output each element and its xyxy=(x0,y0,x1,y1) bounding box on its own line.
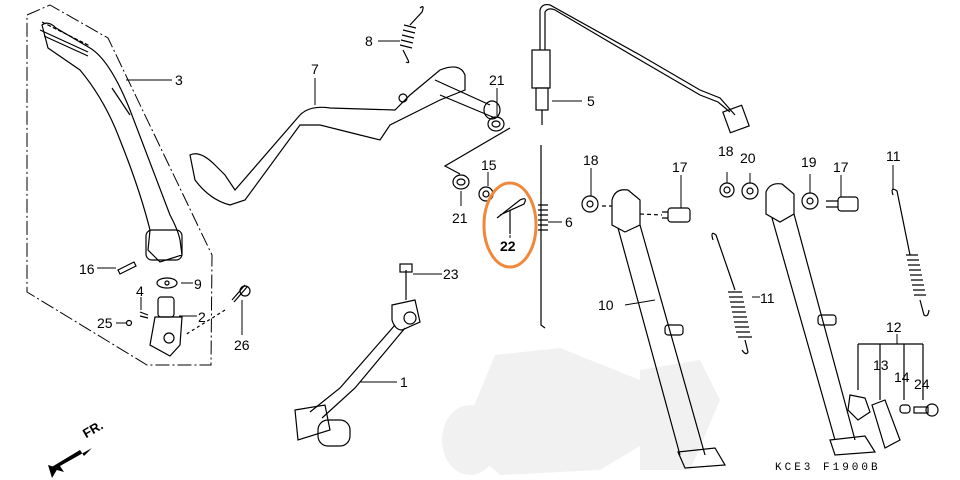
callout-17-left: 17 xyxy=(672,159,688,175)
highlight-ring xyxy=(482,181,538,269)
callout-13: 13 xyxy=(873,357,889,373)
callout-7: 7 xyxy=(311,61,319,77)
callout-10: 10 xyxy=(598,297,614,313)
callout-12: 12 xyxy=(886,319,902,335)
callout-8: 8 xyxy=(365,33,373,49)
callout-4: 4 xyxy=(136,283,144,299)
callout-25: 25 xyxy=(97,315,113,331)
kick-pivot-parts xyxy=(117,261,251,357)
callout-3: 3 xyxy=(175,72,183,88)
callout-18-left: 18 xyxy=(583,152,599,168)
callout-21-bottom: 21 xyxy=(452,210,468,226)
callout-17-right: 17 xyxy=(833,159,849,175)
washers-15-21 xyxy=(443,116,511,202)
callout-11-left: 11 xyxy=(760,290,775,306)
part-22-clip xyxy=(496,198,526,234)
kick-lever-group-outline xyxy=(26,4,213,366)
callout-18-right: 18 xyxy=(718,143,734,159)
callout-16: 16 xyxy=(79,261,95,277)
callout-14: 14 xyxy=(894,369,910,385)
callout-9: 9 xyxy=(194,276,202,292)
callout-1: 1 xyxy=(400,374,408,390)
callout-2: 2 xyxy=(198,309,206,325)
watermark-logo xyxy=(442,348,720,475)
callout-23: 23 xyxy=(443,266,459,282)
part-10-side-stand xyxy=(611,189,727,469)
part-5-side-stand-switch xyxy=(531,3,750,134)
part-side-stand-alt xyxy=(765,183,877,456)
part-8-return-spring xyxy=(399,6,424,64)
drawing-code: KCE3 F1900B xyxy=(775,462,881,474)
callout-6: 6 xyxy=(565,214,573,230)
callout-22: 22 xyxy=(500,238,516,254)
callout-26: 26 xyxy=(234,337,250,353)
callout-5: 5 xyxy=(587,93,595,109)
leader-lines xyxy=(97,40,898,383)
callout-20: 20 xyxy=(740,150,756,166)
callout-24: 24 xyxy=(914,376,930,392)
part-3-kick-starter-arm xyxy=(39,21,183,263)
front-direction-arrow xyxy=(48,448,92,478)
part-6-spring-rod xyxy=(538,145,548,329)
part-1-gearshift-pedal xyxy=(294,263,421,447)
part-12-pad-assembly xyxy=(847,343,939,449)
callout-11-right: 11 xyxy=(886,148,901,164)
pivot-hardware xyxy=(581,182,859,223)
callout-21-top: 21 xyxy=(489,72,505,88)
part-7-brake-pedal xyxy=(189,66,501,206)
callout-19: 19 xyxy=(801,154,817,170)
callout-15: 15 xyxy=(481,157,497,173)
